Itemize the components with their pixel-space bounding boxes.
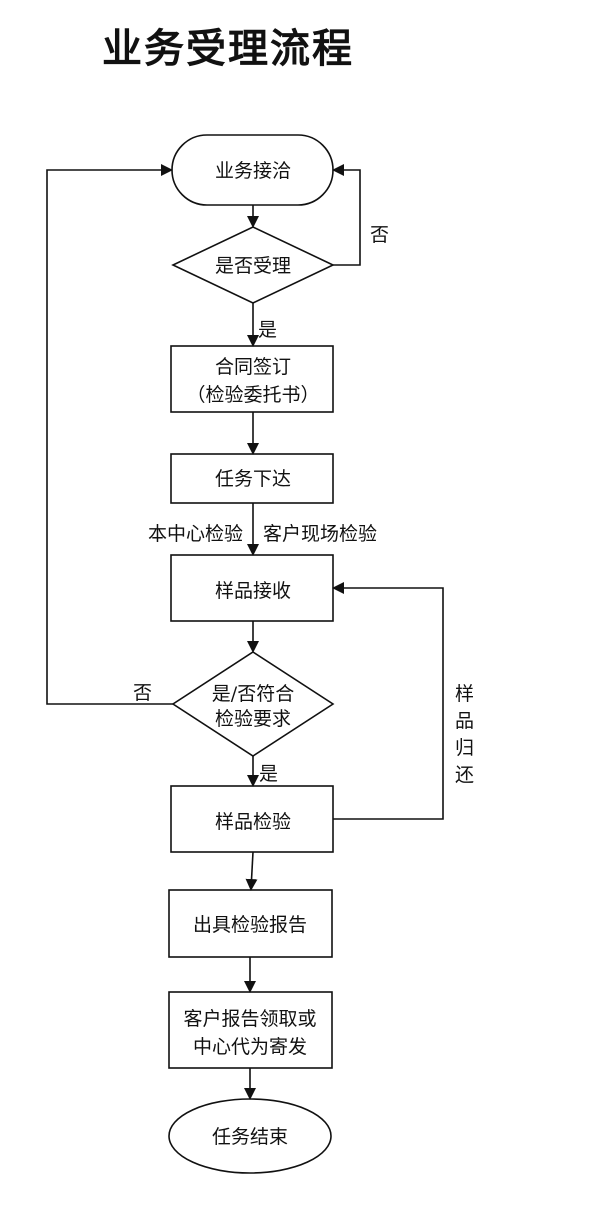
node-sample-test: 样品检验 <box>170 785 334 853</box>
node-label: 样品检验 <box>215 811 291 833</box>
node-label: 样品接收 <box>215 580 291 602</box>
node-report-delivery: 客户报告领取或 中心代为寄发 <box>168 991 333 1069</box>
edge-test-to-report <box>245 851 258 891</box>
node-label: 任务结束 <box>212 1126 288 1148</box>
edge-label-local-test: 本中心检验 <box>148 523 243 545</box>
edge-label-sample-return: 归 <box>455 737 474 759</box>
edge-label-sample-return: 样 <box>455 683 474 705</box>
node-label: 是/否符合 <box>212 683 294 705</box>
node-sample-receive: 样品接收 <box>170 554 334 622</box>
node-label: （检验委托书） <box>186 384 319 406</box>
edge-label-sample-return: 还 <box>455 764 474 786</box>
node-label: 合同签订 <box>215 356 291 378</box>
node-label: 是否受理 <box>215 255 291 277</box>
process-shape <box>170 785 334 853</box>
node-contract: 合同签订 （检验委托书） <box>170 345 334 413</box>
node-task-assign: 任务下达 <box>170 453 334 504</box>
node-label: 检验要求 <box>215 708 291 730</box>
node-end: 任务结束 <box>168 1098 332 1174</box>
node-label: 任务下达 <box>215 468 291 490</box>
edge-label-accept-no: 否 <box>370 224 389 246</box>
node-label: 中心代为寄发 <box>193 1036 307 1058</box>
edge-label-sample-yes: 是 <box>259 763 278 785</box>
node-label: 业务接洽 <box>215 160 291 182</box>
process-shape <box>170 554 334 622</box>
node-start: 业务接洽 <box>171 134 334 206</box>
edge-label-onsite-test: 客户现场检验 <box>263 523 377 545</box>
edge-label-accept-yes: 是 <box>258 319 277 341</box>
edge-check-no <box>46 164 173 705</box>
node-issue-report: 出具检验报告 <box>168 889 333 958</box>
node-label: 出具检验报告 <box>193 914 307 936</box>
edge-sample-return <box>332 582 444 820</box>
process-shape <box>168 889 333 958</box>
edge-accept-no <box>332 164 361 266</box>
page-title: 业务受理流程 <box>102 25 354 72</box>
node-label: 客户报告领取或 <box>183 1008 316 1030</box>
edge-label-sample-return: 品 <box>455 710 474 732</box>
edge-label-sample-no: 否 <box>133 682 152 704</box>
process-shape <box>170 453 334 504</box>
node-decision-accept: 是否受理 <box>171 226 335 304</box>
process-shape <box>168 991 333 1069</box>
node-decision-sample: 是/否符合 检验要求 <box>171 651 335 757</box>
